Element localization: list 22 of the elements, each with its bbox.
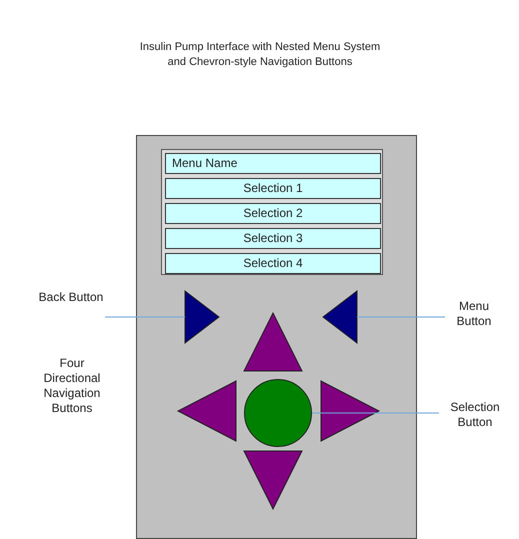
diagram-title: Insulin Pump Interface with Nested Menu System and Chevron-style Navigation Buttons	[138, 40, 382, 70]
menu-row: Selection 4	[165, 253, 381, 274]
device-body	[136, 135, 417, 539]
display-screen	[161, 149, 383, 275]
menu-row: Menu Name	[165, 153, 381, 174]
round-button	[244, 379, 312, 447]
menu-row: Selection 3	[165, 228, 381, 249]
arrow-button	[185, 291, 219, 343]
callout-label: Selection Button	[440, 400, 510, 434]
arrow-button	[178, 381, 236, 441]
leader-line	[312, 412, 440, 414]
annotation-text: Four Directional Navigation Buttons	[42, 356, 102, 416]
menu-row: Selection 2	[165, 203, 381, 224]
arrow-button	[323, 291, 357, 343]
leader-line	[104, 316, 186, 318]
callout-label: Back Button	[38, 290, 104, 324]
arrow-button	[321, 381, 379, 441]
arrow-button	[244, 451, 302, 509]
callout-label: Menu Button	[446, 299, 502, 333]
arrow-button	[244, 313, 302, 371]
menu-row: Selection 1	[165, 178, 381, 199]
leader-line	[356, 316, 446, 318]
